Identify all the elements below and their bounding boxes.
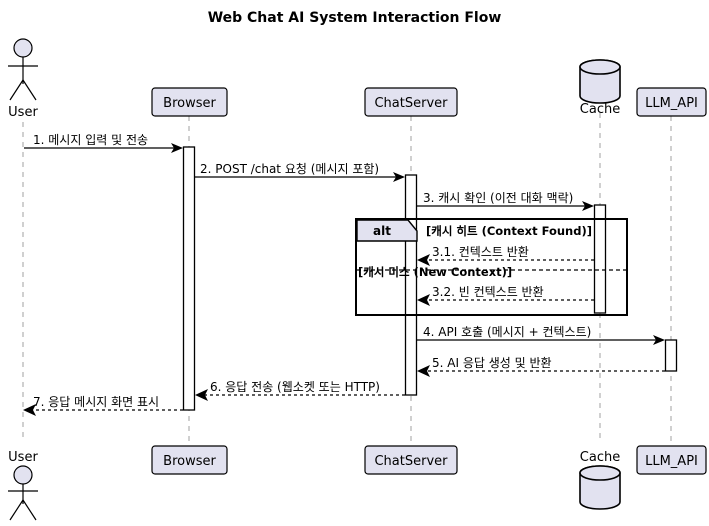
participant-box-llm-api-bottom[interactable] xyxy=(636,445,707,475)
participant-label-chatserver-bottom: ChatServer xyxy=(374,454,448,469)
participant-label-llm-api-top: LLM_API xyxy=(645,96,698,111)
participant-chatserver-top[interactable]: ChatServer xyxy=(364,87,458,117)
participant-llm-api-bottom[interactable]: LLM_API xyxy=(636,445,707,475)
message-label-4: 4. API 호출 (메시지 + 컨텍스트) xyxy=(423,325,591,339)
message-label-3-2: 3.2. 빈 컨텍스트 반환 xyxy=(432,285,544,299)
participant-label-user-bottom: User xyxy=(8,450,38,465)
participant-label-user-top: User xyxy=(8,105,38,120)
message-arrowhead-6 xyxy=(195,389,208,401)
participant-box-chatserver-bottom[interactable] xyxy=(364,445,458,475)
message-3-1: 3.1. 컨텍스트 반환 xyxy=(417,245,594,266)
activation-bar-chatserver xyxy=(404,174,418,396)
participant-label-browser-top: Browser xyxy=(163,96,216,111)
database-cylinder-bottom-ellipse xyxy=(579,465,621,481)
actor-head-icon xyxy=(13,38,33,58)
message-arrowhead-7 xyxy=(23,404,36,416)
actor-leg-right-bottom xyxy=(22,499,37,521)
message-label-3: 3. 캐시 확인 (이전 대화 맥락) xyxy=(423,191,573,205)
participant-label-llm-api-bottom: LLM_API xyxy=(645,454,698,469)
alt-fragment-guard-alternative: [캐시 미스 (New Context)] xyxy=(358,265,512,279)
alt-fragment-guard-primary: [캐시 히트 (Context Found)] xyxy=(426,224,592,238)
participant-browser-top[interactable]: Browser xyxy=(151,87,228,117)
message-arrowhead-3 xyxy=(582,201,594,211)
message-arrowhead-4 xyxy=(653,335,665,345)
message-label-6: 6. 응답 전송 (웹소켓 또는 HTTP) xyxy=(210,380,380,394)
participant-cache-bottom[interactable]: Cache xyxy=(579,450,621,510)
message-label-1: 1. 메시지 입력 및 전송 xyxy=(33,133,148,147)
alt-fragment-operator-tab xyxy=(356,219,418,242)
message-label-2: 2. POST /chat 요청 (메시지 포함) xyxy=(200,162,379,176)
message-7: 7. 응답 메시지 화면 표시 xyxy=(23,395,183,416)
message-label-5: 5. AI 응답 생성 및 반환 xyxy=(432,356,552,370)
participant-box-browser-bottom[interactable] xyxy=(151,445,228,475)
message-arrowhead-5 xyxy=(417,365,430,377)
actor-leg-right xyxy=(22,79,37,101)
message-arrowhead-3-2 xyxy=(417,294,430,306)
message-arrowhead-3-1 xyxy=(417,254,430,266)
participant-llm-api-top[interactable]: LLM_API xyxy=(636,87,707,117)
message-label-7: 7. 응답 메시지 화면 표시 xyxy=(33,395,159,409)
message-arrowhead-1 xyxy=(171,143,183,153)
activation-bar-llm-api xyxy=(664,339,678,372)
actor-leg-left-bottom xyxy=(9,499,24,521)
participant-browser-bottom[interactable]: Browser xyxy=(151,445,228,475)
participant-cache-top[interactable]: Cache xyxy=(579,59,621,117)
participant-label-cache-top: Cache xyxy=(580,102,620,117)
alt-fragment-operator-label: alt xyxy=(373,224,391,238)
participant-label-cache-bottom: Cache xyxy=(580,450,620,465)
message-3: 3. 캐시 확인 (이전 대화 맥락) xyxy=(417,191,594,211)
alt-fragment-border xyxy=(355,218,628,316)
participant-chatserver-bottom[interactable]: ChatServer xyxy=(364,445,458,475)
message-4: 4. API 호출 (메시지 + 컨텍스트) xyxy=(417,325,665,345)
message-1: 1. 메시지 입력 및 전송 xyxy=(24,133,183,153)
diagram-title: Web Chat AI System Interaction Flow xyxy=(208,10,502,26)
message-3-2: 3.2. 빈 컨텍스트 반환 xyxy=(417,285,594,306)
participant-user-top[interactable]: User xyxy=(8,38,38,120)
database-cylinder-top-ellipse xyxy=(579,59,621,75)
message-2: 2. POST /chat 요청 (메시지 포함) xyxy=(195,162,405,182)
participant-box-chatserver-top[interactable] xyxy=(364,87,458,117)
participant-label-chatserver-top: ChatServer xyxy=(374,96,448,111)
message-5: 5. AI 응답 생성 및 반환 xyxy=(417,356,665,377)
alt-fragment: alt [캐시 히트 (Context Found)] [캐시 미스 (New … xyxy=(355,218,628,316)
activation-bar-browser xyxy=(182,146,196,411)
participant-box-browser-top[interactable] xyxy=(151,87,228,117)
actor-head-icon-bottom xyxy=(13,465,33,485)
participant-label-browser-bottom: Browser xyxy=(163,454,216,469)
message-6: 6. 응답 전송 (웹소켓 또는 HTTP) xyxy=(195,380,405,401)
message-arrowhead-2 xyxy=(393,172,405,182)
message-label-3-1: 3.1. 컨텍스트 반환 xyxy=(432,245,529,259)
activation-bar-cache xyxy=(593,204,607,314)
participant-user-bottom[interactable]: User xyxy=(8,450,38,521)
actor-leg-left xyxy=(9,79,24,101)
participant-box-llm-api-top[interactable] xyxy=(636,87,707,117)
